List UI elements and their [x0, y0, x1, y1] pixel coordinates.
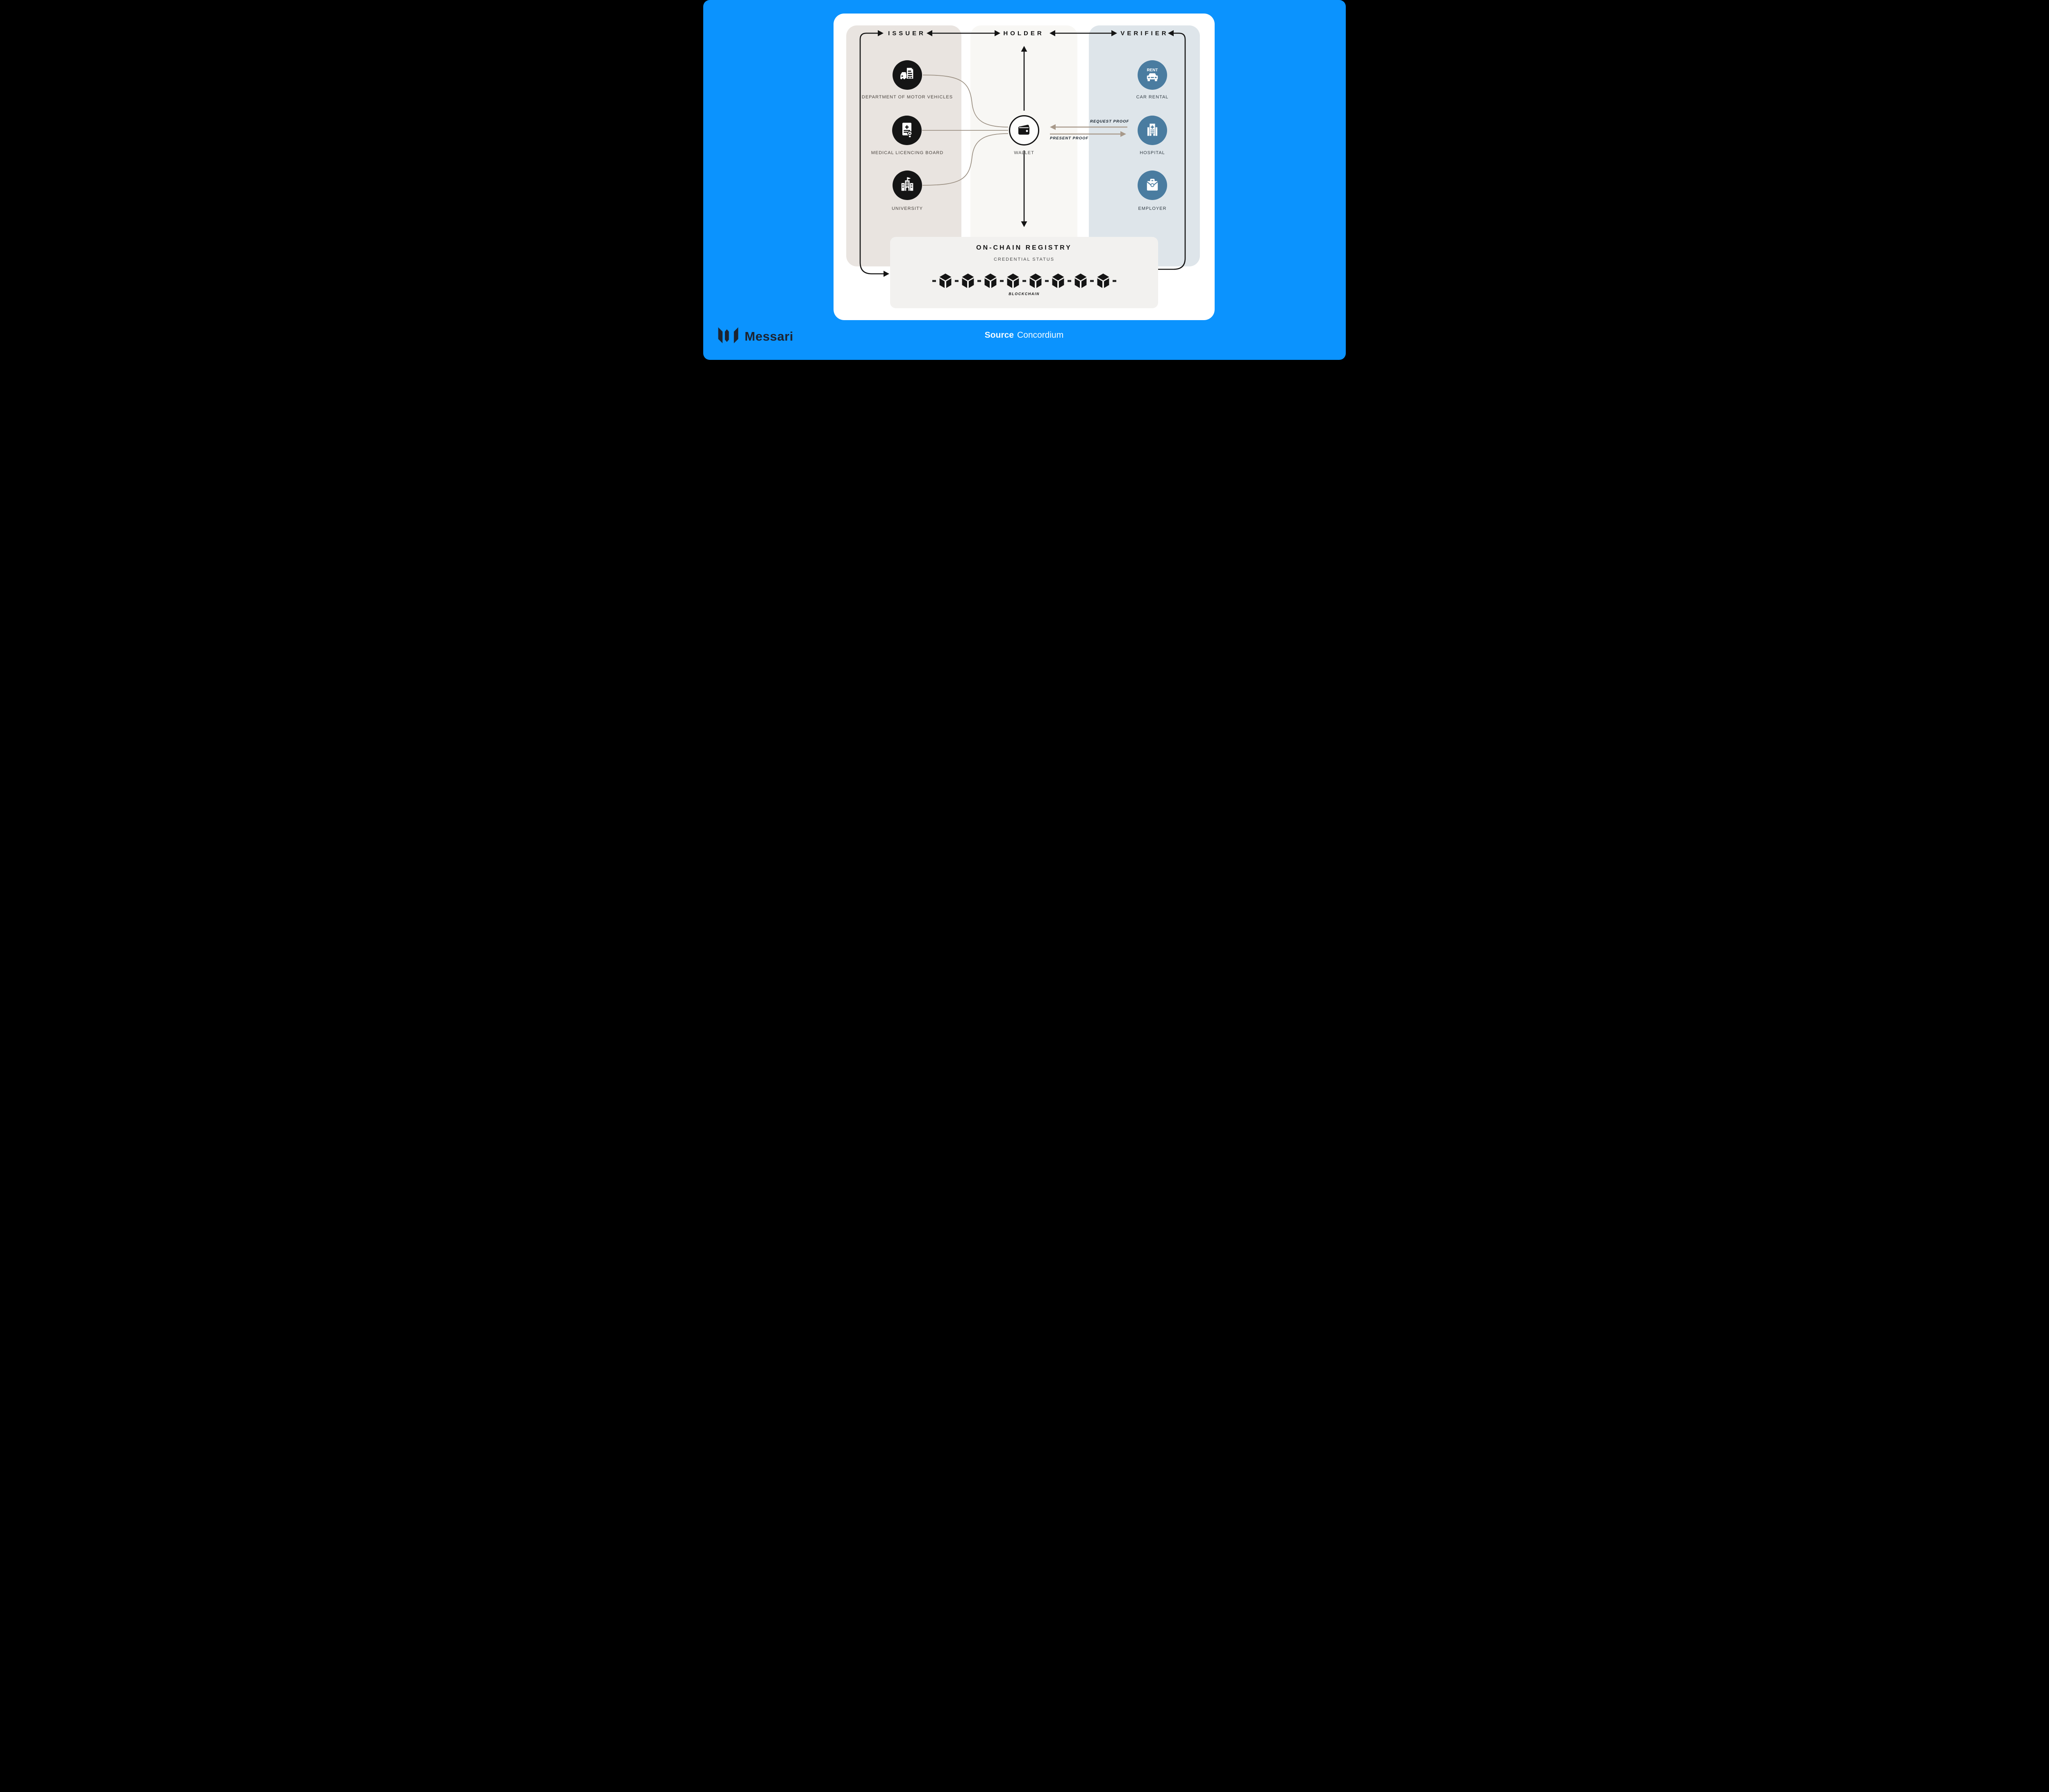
source-label: Source — [984, 330, 1014, 340]
issuer-column-title: ISSUER — [888, 30, 926, 37]
hospital-icon — [1143, 121, 1161, 141]
brand-name: Messari — [745, 329, 793, 343]
chain-link-dash — [977, 280, 981, 282]
employer-node — [1138, 171, 1167, 200]
messari-brand: Messari — [718, 326, 793, 347]
blockchain-cube-icon — [939, 273, 951, 288]
registry-title: ON-CHAIN REGISTRY — [976, 244, 1072, 251]
hospital-label: HOSPITAL — [1140, 150, 1165, 155]
rent-car-icon: RENT — [1143, 65, 1161, 85]
blockchain-cube-icon — [1097, 273, 1109, 288]
blockchain-cube-icon — [1074, 273, 1086, 288]
certificate-icon — [898, 121, 916, 141]
verifier-panel — [1089, 25, 1200, 266]
wallet-icon — [1016, 121, 1032, 140]
source-value: Concordium — [1017, 330, 1064, 340]
messari-logo-icon — [718, 326, 739, 347]
verifier-column-title: VERIFIER — [1120, 30, 1169, 37]
car-rental-node: RENT — [1138, 60, 1167, 90]
holder-panel — [970, 25, 1077, 266]
university-icon — [898, 175, 916, 196]
blockchain-row — [890, 271, 1158, 291]
blockchain-caption: BLOCKCHAIN — [1009, 292, 1040, 296]
hospital-node — [1138, 116, 1167, 145]
dmv-node — [893, 60, 922, 90]
dmv-label: DEPARTMENT OF MOTOR VEHICLES — [861, 95, 953, 100]
wallet-node — [1009, 115, 1039, 146]
request-proof-label: REQUEST PROOF — [1090, 119, 1129, 124]
wallet-label: WALLET — [1014, 150, 1034, 155]
svg-text:RENT: RENT — [1147, 68, 1158, 72]
car-document-icon — [898, 65, 916, 85]
car-rental-label: CAR RENTAL — [1136, 95, 1169, 100]
blockchain-cube-icon — [984, 273, 996, 288]
blockchain-cube-icon — [1029, 273, 1041, 288]
blockchain-cube-icon — [962, 273, 974, 288]
registry-subtitle: CREDENTIAL STATUS — [993, 257, 1055, 262]
chain-link-dash — [1067, 280, 1071, 282]
page-background: ISSUER HOLDER VERIFIER DEPARTMENT OF MOT… — [703, 0, 1346, 360]
chain-link-dash — [1000, 280, 1004, 282]
medical-board-label: MEDICAL LICENCING BOARD — [871, 150, 944, 155]
present-proof-label: PRESENT PROOF — [1050, 136, 1089, 141]
briefcase-icon — [1143, 175, 1161, 196]
chain-link-dash — [1090, 280, 1094, 282]
chain-link-dash — [932, 280, 936, 282]
university-node — [893, 171, 922, 200]
medical-board-node — [892, 116, 922, 145]
chain-link-dash — [1022, 280, 1026, 282]
employer-label: EMPLOYER — [1138, 206, 1167, 211]
chain-link-dash — [954, 280, 959, 282]
holder-column-title: HOLDER — [1003, 30, 1044, 37]
university-label: UNIVERSITY — [891, 206, 923, 211]
chain-link-dash — [1112, 280, 1116, 282]
chain-link-dash — [1045, 280, 1049, 282]
blockchain-cube-icon — [1007, 273, 1019, 288]
blockchain-cube-icon — [1052, 273, 1064, 288]
on-chain-registry-panel — [890, 237, 1158, 308]
